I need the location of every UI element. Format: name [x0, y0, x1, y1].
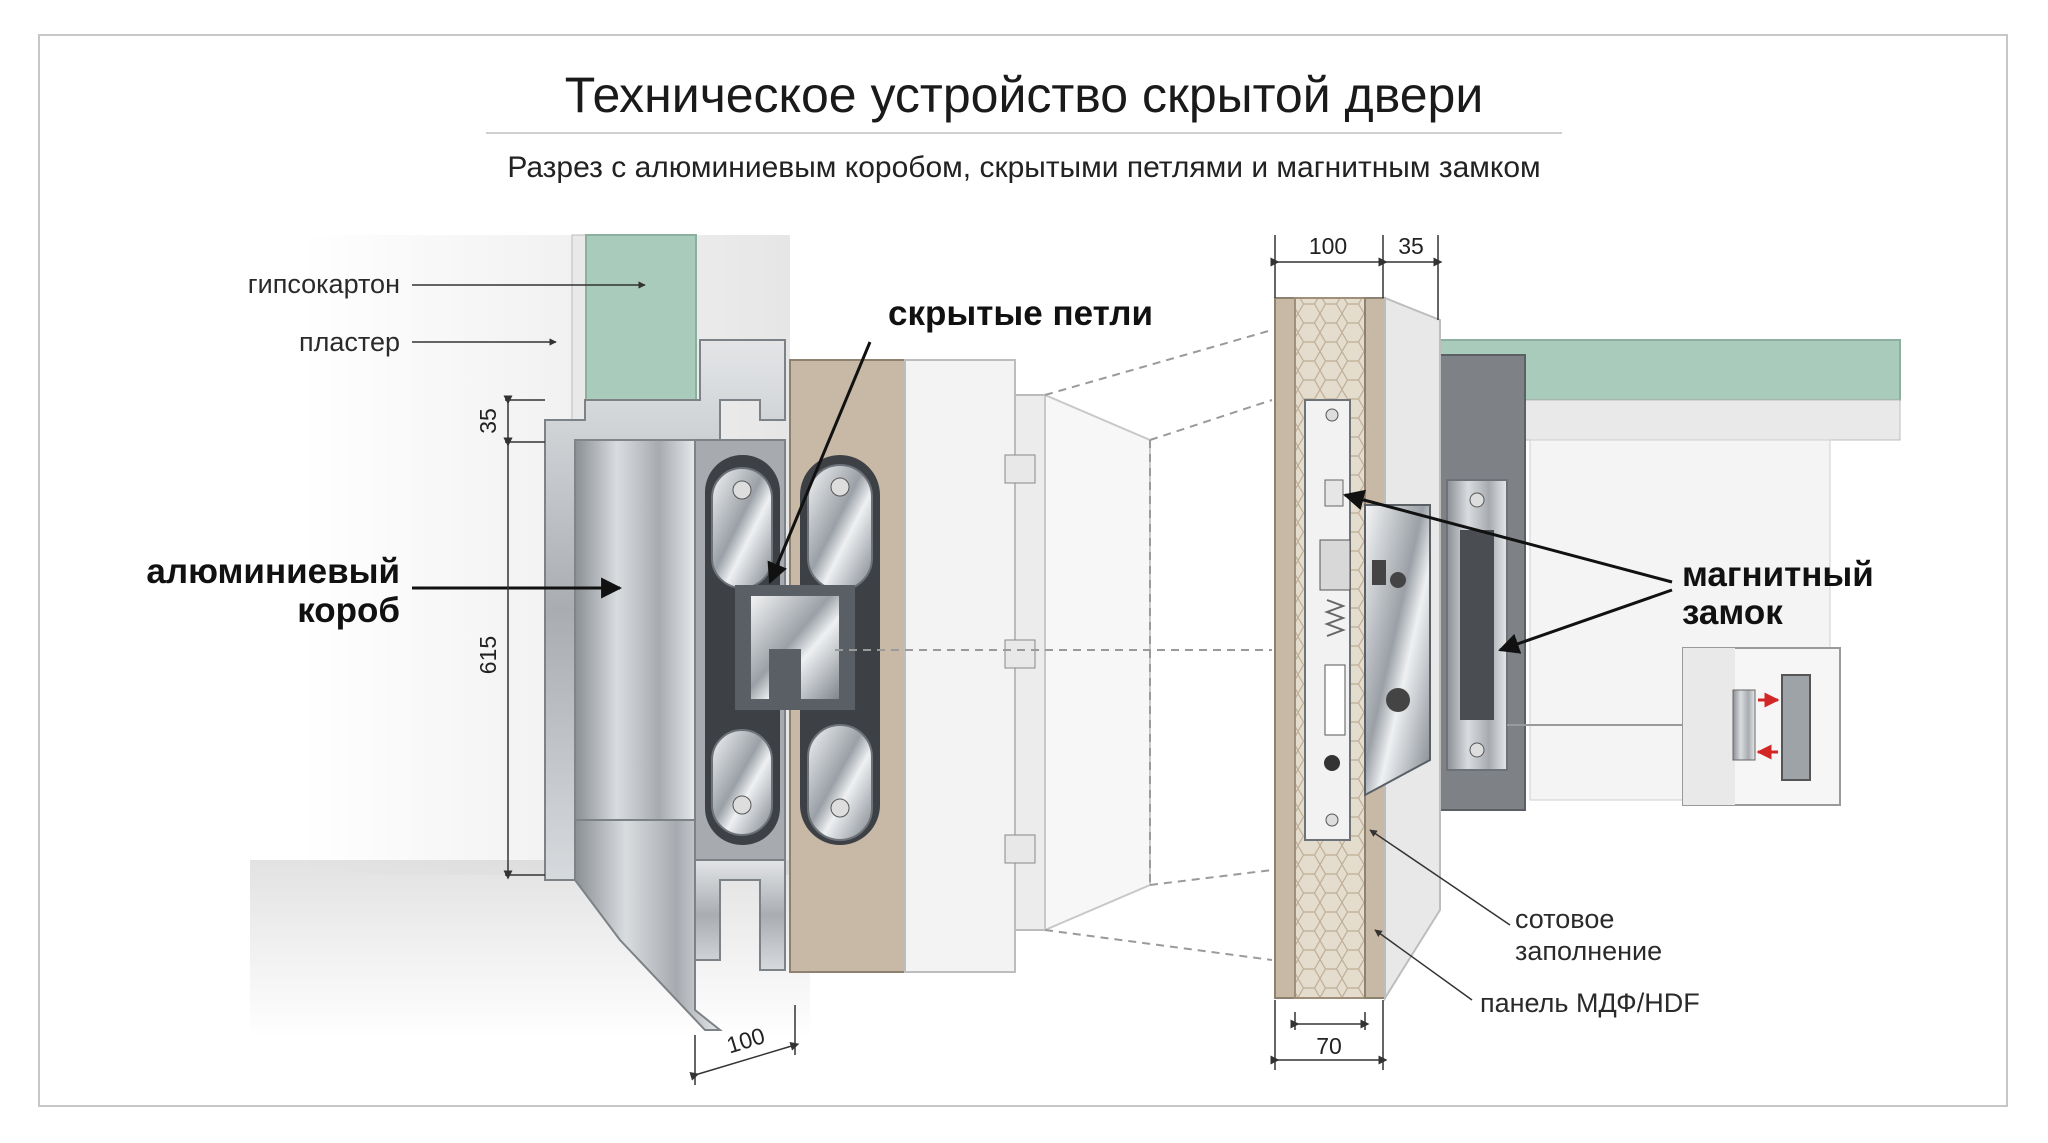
hinge-knuckle	[749, 594, 841, 701]
screw-icon	[1469, 492, 1485, 508]
cylinder-icon	[1386, 688, 1410, 712]
label-aluminum-frame-line2: короб	[297, 591, 400, 630]
leader-hidden-hinges	[767, 341, 872, 584]
aluminum-frame-face	[574, 439, 696, 871]
dim-frame-height-label: 615	[475, 636, 501, 674]
lock-nub	[1372, 560, 1386, 585]
screw-icon	[1390, 572, 1406, 588]
latch-icon	[1324, 479, 1344, 507]
floor-shadow	[250, 860, 810, 1040]
label-honeycomb-line1: сотовое	[1515, 904, 1614, 934]
door-panel-perspective	[1044, 393, 1151, 932]
label-plaster: пластер	[299, 327, 400, 357]
label-aluminum-frame-line1: алюминиевый	[146, 552, 400, 591]
hinge-door-plate-bottom	[807, 724, 873, 841]
label-honeycomb-line2: заполнение	[1515, 936, 1662, 966]
frame-bottom-profile	[694, 859, 786, 971]
page-title: Техническое устройство скрытой двери	[565, 67, 1484, 123]
door-leaf-face	[904, 359, 1016, 973]
mdf-panel-left	[1274, 297, 1296, 999]
leader-magnetic-lock-2	[1498, 588, 1673, 654]
dim-door-width-label: 100	[1309, 233, 1347, 259]
screw-icon	[732, 480, 752, 500]
plaster-layer	[571, 234, 587, 421]
screw-icon	[830, 477, 850, 497]
dim-frame-depth	[689, 1005, 800, 1085]
small-hinge-middle	[1004, 639, 1036, 669]
drywall-layer	[585, 234, 697, 401]
dim-door-offset-label: 35	[1398, 233, 1424, 259]
leader-magnetic-lock-1	[1342, 489, 1673, 584]
small-hinge-bottom	[1004, 834, 1036, 864]
right-door-assembly	[1274, 296, 1901, 1002]
lock-hole-icon	[1324, 755, 1340, 771]
lock-slot	[1324, 664, 1346, 736]
magnet-striker-core	[1460, 530, 1494, 720]
leader-mdf-panel	[1374, 929, 1473, 1001]
label-magnetic-lock-line1: магнитный	[1682, 555, 1874, 594]
inset-magnet-block	[1781, 674, 1811, 781]
projection-lines	[835, 329, 1273, 961]
label-magnetic-lock-line2: замок	[1682, 593, 1783, 632]
leader-honeycomb	[1369, 829, 1511, 926]
label-mdf-panel: панель МДФ/HDF	[1480, 988, 1700, 1018]
screw-icon	[732, 795, 752, 815]
inset-magnet-plate	[1732, 689, 1756, 761]
dim-frame-height	[503, 437, 545, 880]
lock-bolt	[1319, 539, 1351, 591]
inset-left-panel	[1683, 648, 1735, 805]
lock-faceplate	[1304, 399, 1351, 841]
page-subtitle: Разрез с алюминиевым коробом, скрытыми п…	[507, 151, 1540, 184]
screw-icon	[830, 798, 850, 818]
screw-icon	[1325, 813, 1339, 827]
screw-icon	[1469, 742, 1485, 758]
dim-frame-top-label: 35	[475, 408, 501, 434]
label-drywall: гипсокартон	[248, 269, 400, 299]
small-hinge-top	[1004, 454, 1036, 484]
dim-core-width	[1270, 1000, 1388, 1070]
lock-body	[1364, 504, 1431, 797]
label-hidden-hinges: скрытые петли	[888, 294, 1153, 333]
screw-icon	[1325, 408, 1339, 422]
left-frame-assembly	[250, 234, 1273, 1040]
dim-door-width	[1270, 235, 1443, 320]
dim-core-width-label: 70	[1316, 1033, 1342, 1059]
hinge-frame-plate-bottom	[711, 729, 773, 836]
spring-icon	[1324, 599, 1346, 637]
